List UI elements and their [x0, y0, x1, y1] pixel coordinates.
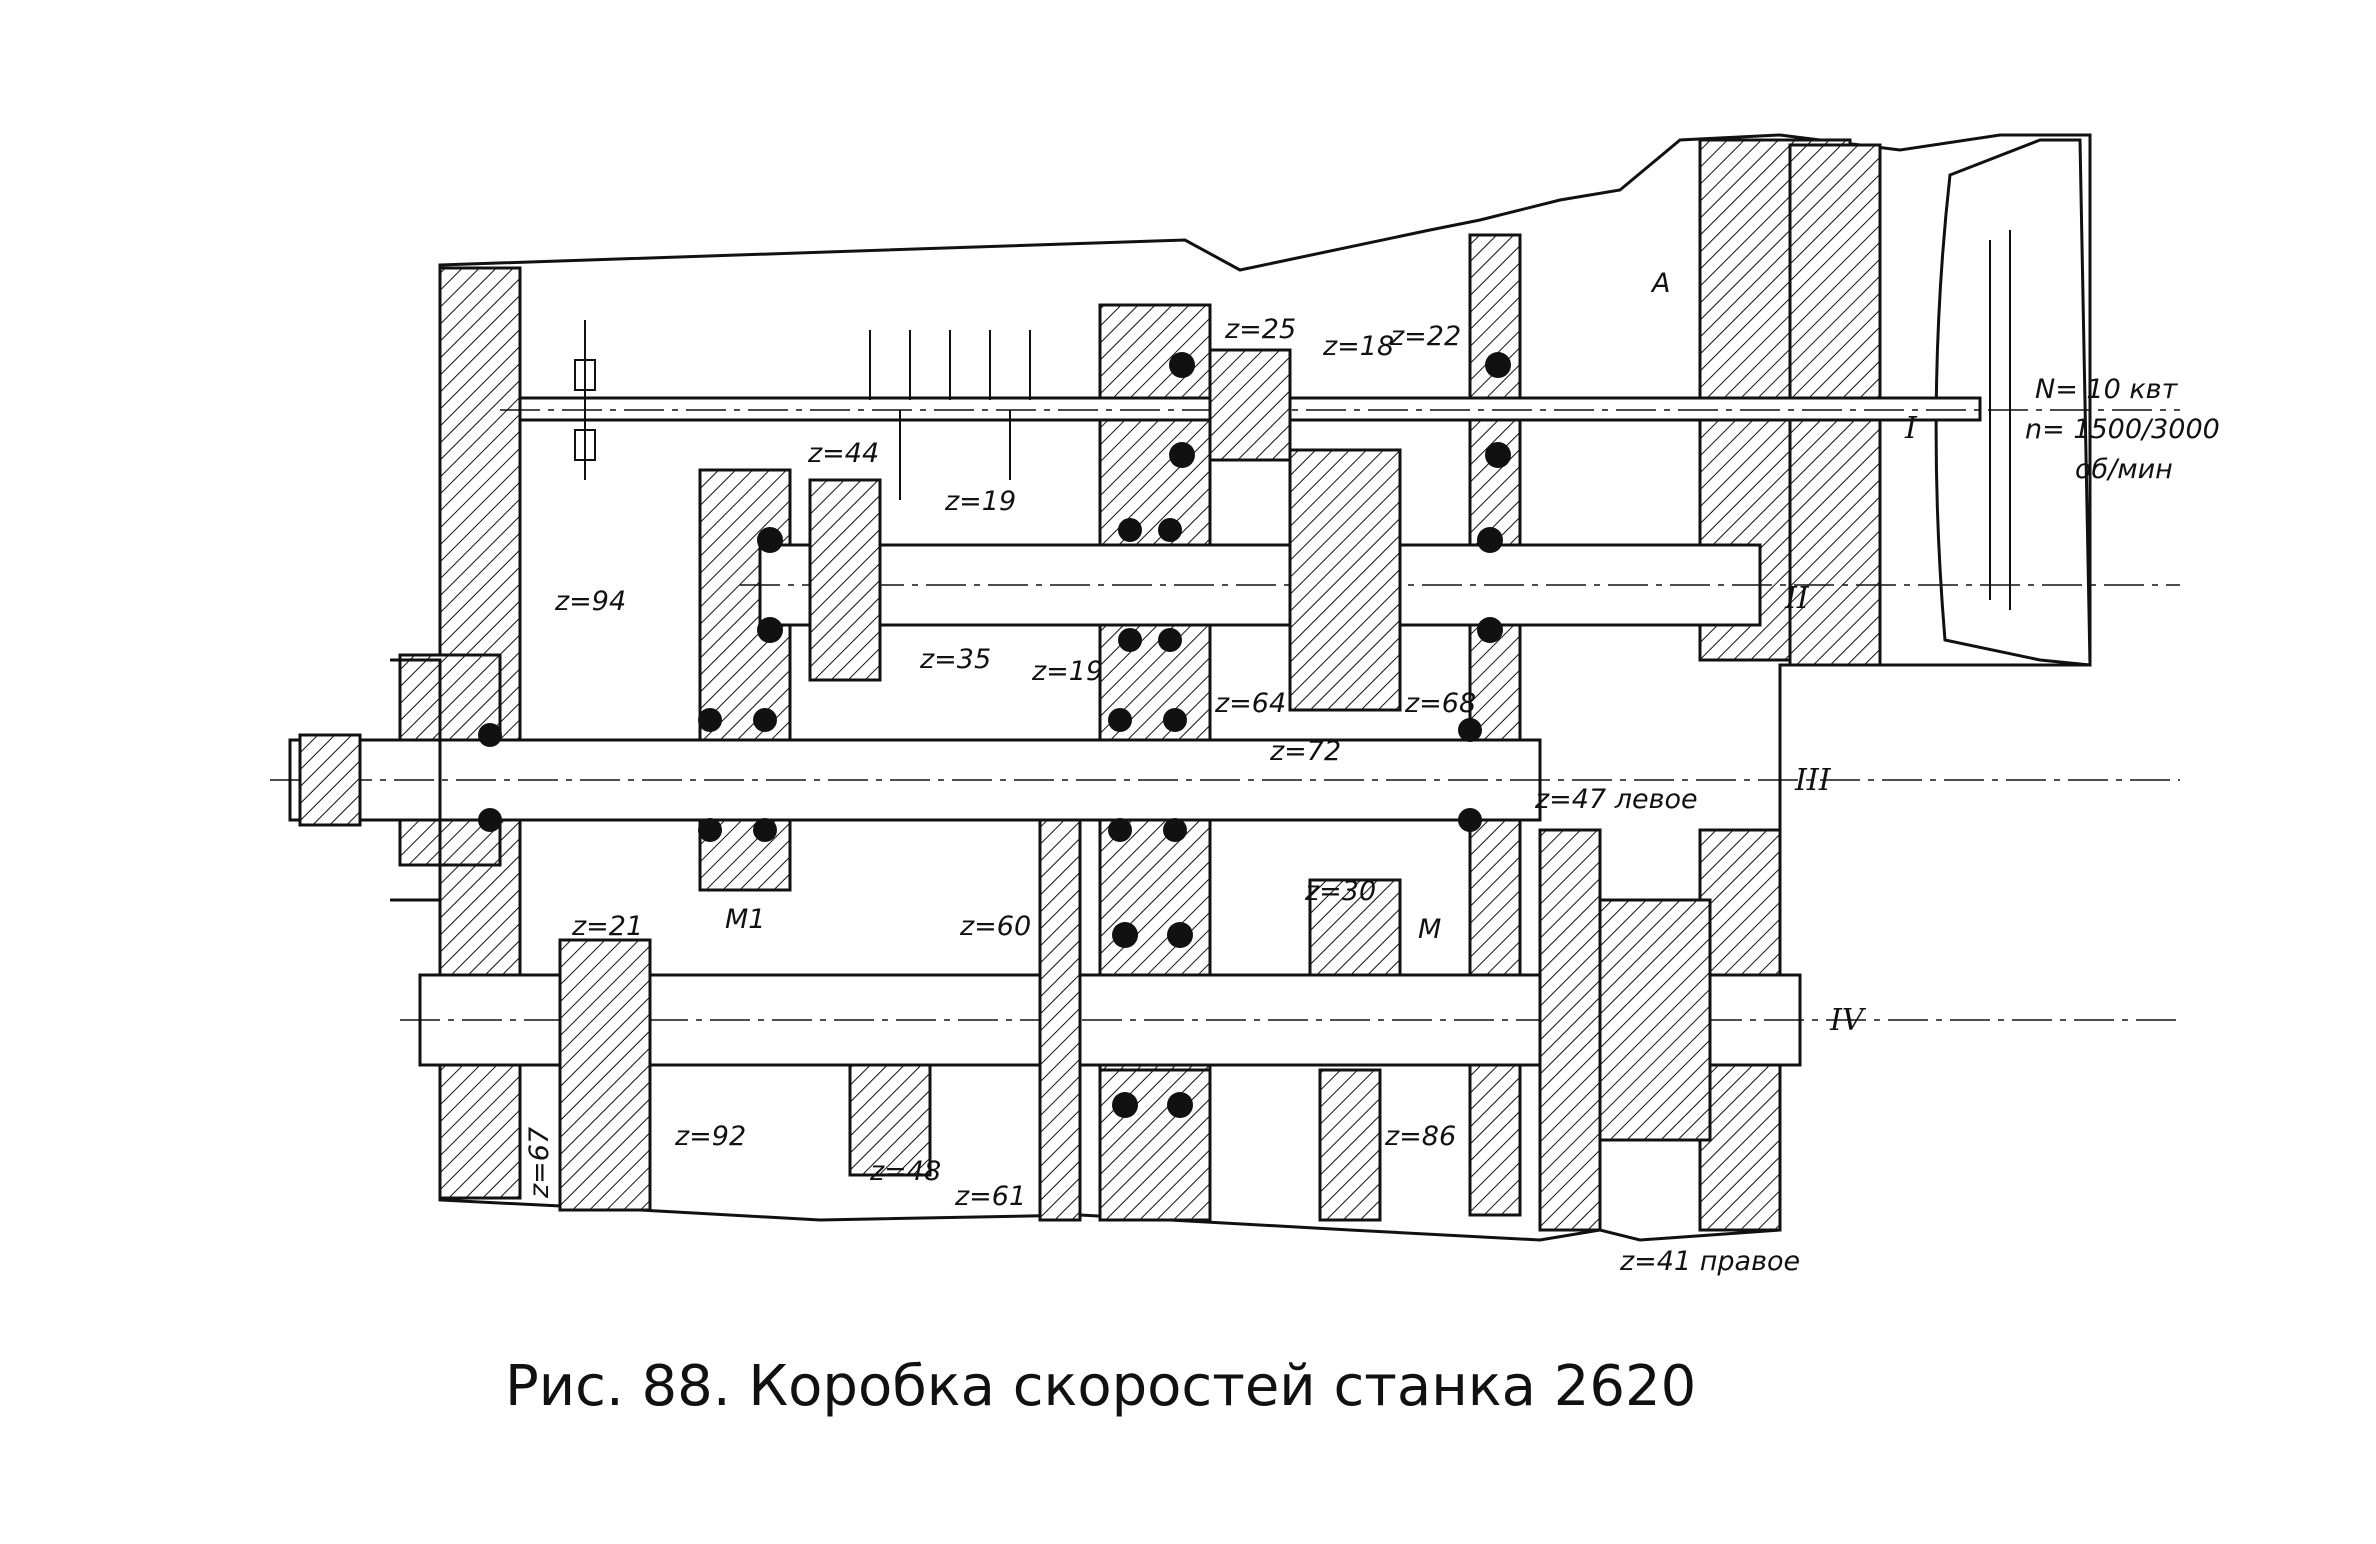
- gear-label-z61: z=61: [954, 1181, 1026, 1212]
- gear-label-z19-lower: z=19: [1031, 656, 1103, 687]
- electric-motor: [1934, 138, 2092, 667]
- gear-label-z64: z=64: [1214, 688, 1286, 719]
- motor-power: N= 10 квт: [2035, 374, 2179, 405]
- lower-block-b: [1318, 1068, 1382, 1222]
- gear-label-z86: z=86: [1384, 1121, 1456, 1152]
- gear-label-z72: z=72: [1269, 736, 1341, 767]
- lower-block-a: [1098, 1068, 1212, 1222]
- housing-outline: [438, 133, 2092, 1242]
- gear-block-2: [1288, 448, 1402, 712]
- shift-rods: [574, 320, 1031, 500]
- gear-label-z48: z=48: [869, 1156, 941, 1187]
- gear-block-3: [1038, 818, 1082, 1222]
- gear-block-5: [848, 1063, 932, 1177]
- input-pulley: [298, 733, 362, 827]
- gear-label-z35: z=35: [919, 644, 991, 675]
- gear-block-6: [558, 938, 652, 1212]
- gear-block-1: [808, 478, 882, 682]
- gear-label-z68: z=68: [1404, 688, 1476, 719]
- gear-block-9: [1598, 898, 1712, 1142]
- gear-label-z67: z=67: [524, 1127, 555, 1199]
- shaft-label-IV: IV: [1829, 1003, 1867, 1038]
- gear-label-z18: z=18: [1322, 331, 1394, 362]
- bearings: [478, 352, 1511, 1118]
- shaft-label-I: I: [1904, 411, 1918, 446]
- label-M1: M1: [725, 904, 765, 935]
- gear-block-4: [1308, 878, 1402, 977]
- gear-label-z22: z=22: [1389, 321, 1461, 352]
- shaft-label-II: II: [1784, 581, 1810, 616]
- gear-label-z25: z=25: [1224, 314, 1296, 345]
- gear-block-8: [1208, 348, 1292, 462]
- gear-label-z92: z=92: [674, 1121, 746, 1152]
- motor-speed-unit: об/мин: [2075, 454, 2173, 485]
- gear-label-z60: z=60: [959, 911, 1031, 942]
- label-A: A: [1650, 268, 1670, 299]
- gear-block-7: [1538, 828, 1602, 1232]
- motor-speed: n= 1500/3000: [2025, 414, 2220, 445]
- shaft-label-III: III: [1794, 763, 1832, 798]
- gear-label-z94: z=94: [554, 586, 626, 617]
- gear-label-z19-upper: z=19: [944, 486, 1016, 517]
- gear-label-z41: z=41 правое: [1619, 1246, 1800, 1277]
- gear-label-z30: z=30: [1304, 876, 1376, 907]
- figure-caption: Рис. 88. Коробка скоростей станка 2620: [505, 1354, 1696, 1419]
- gear-label-z47: z=47 левое: [1534, 784, 1698, 815]
- gear-label-z21: z=21: [571, 911, 643, 942]
- gear-label-z44: z=44: [807, 438, 879, 469]
- label-M: M: [1418, 914, 1441, 945]
